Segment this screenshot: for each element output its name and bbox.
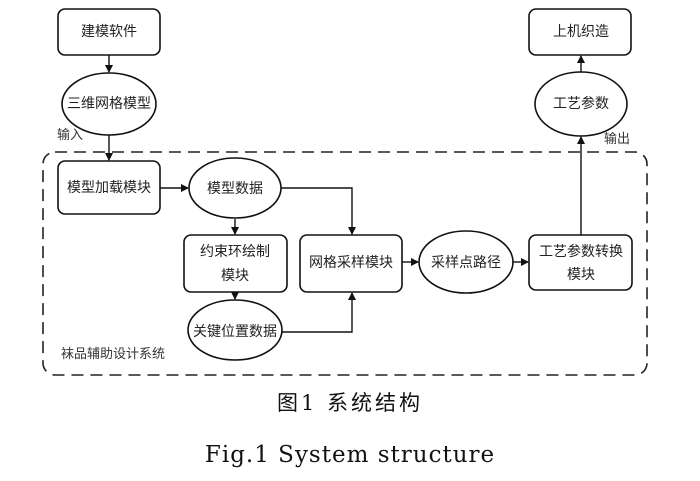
connectors — [105, 55, 585, 333]
node-label-modeling-software: 建模软件 — [81, 24, 137, 40]
input-label: 输入 — [57, 127, 83, 143]
node-model-data — [188, 157, 282, 219]
node-label-model-data: 模型数据 — [207, 181, 263, 197]
node-label-process-param-line2: 模块 — [567, 267, 595, 283]
node-process-param-module — [528, 234, 633, 291]
caption-cn: 图1 系统结构 — [277, 391, 423, 415]
node-label-process-param-line1: 工艺参数转换 — [539, 243, 623, 260]
caption-en: Fig.1 System structure — [205, 442, 495, 468]
node-key-position-data — [187, 299, 283, 361]
edge-keypos-to-sampling — [282, 292, 356, 333]
node-label-machine-weaving: 上机织造 — [553, 24, 609, 40]
edge-modeldata-to-sampling — [281, 187, 356, 235]
node-label-process-params: 工艺参数 — [553, 95, 609, 112]
node-mesh-sampling-module — [299, 234, 403, 293]
node-label-key-position-data: 关键位置数据 — [193, 324, 277, 340]
system-boundary — [42, 151, 648, 376]
node-label-sampling-path: 采样点路径 — [431, 255, 501, 271]
node-process-params — [534, 71, 628, 137]
system-name-label: 袜品辅助设计系统 — [61, 347, 165, 362]
node-machine-weaving — [528, 8, 632, 56]
node-label-constraint-ring-line2: 模块 — [221, 268, 249, 284]
output-label: 输出 — [604, 131, 630, 147]
node-label-model-loading-module: 模型加载模块 — [67, 180, 151, 196]
node-modeling-software — [57, 8, 161, 56]
node-sampling-path — [418, 230, 514, 294]
node-label-mesh-model-3d: 三维网格模型 — [67, 96, 151, 112]
node-constraint-ring-module — [183, 234, 288, 293]
node-model-loading-module — [57, 160, 161, 215]
node-label-constraint-ring-line1: 约束环绘制 — [200, 244, 270, 260]
node-mesh-model-3d — [61, 72, 157, 136]
node-label-mesh-sampling-module: 网格采样模块 — [309, 255, 393, 271]
